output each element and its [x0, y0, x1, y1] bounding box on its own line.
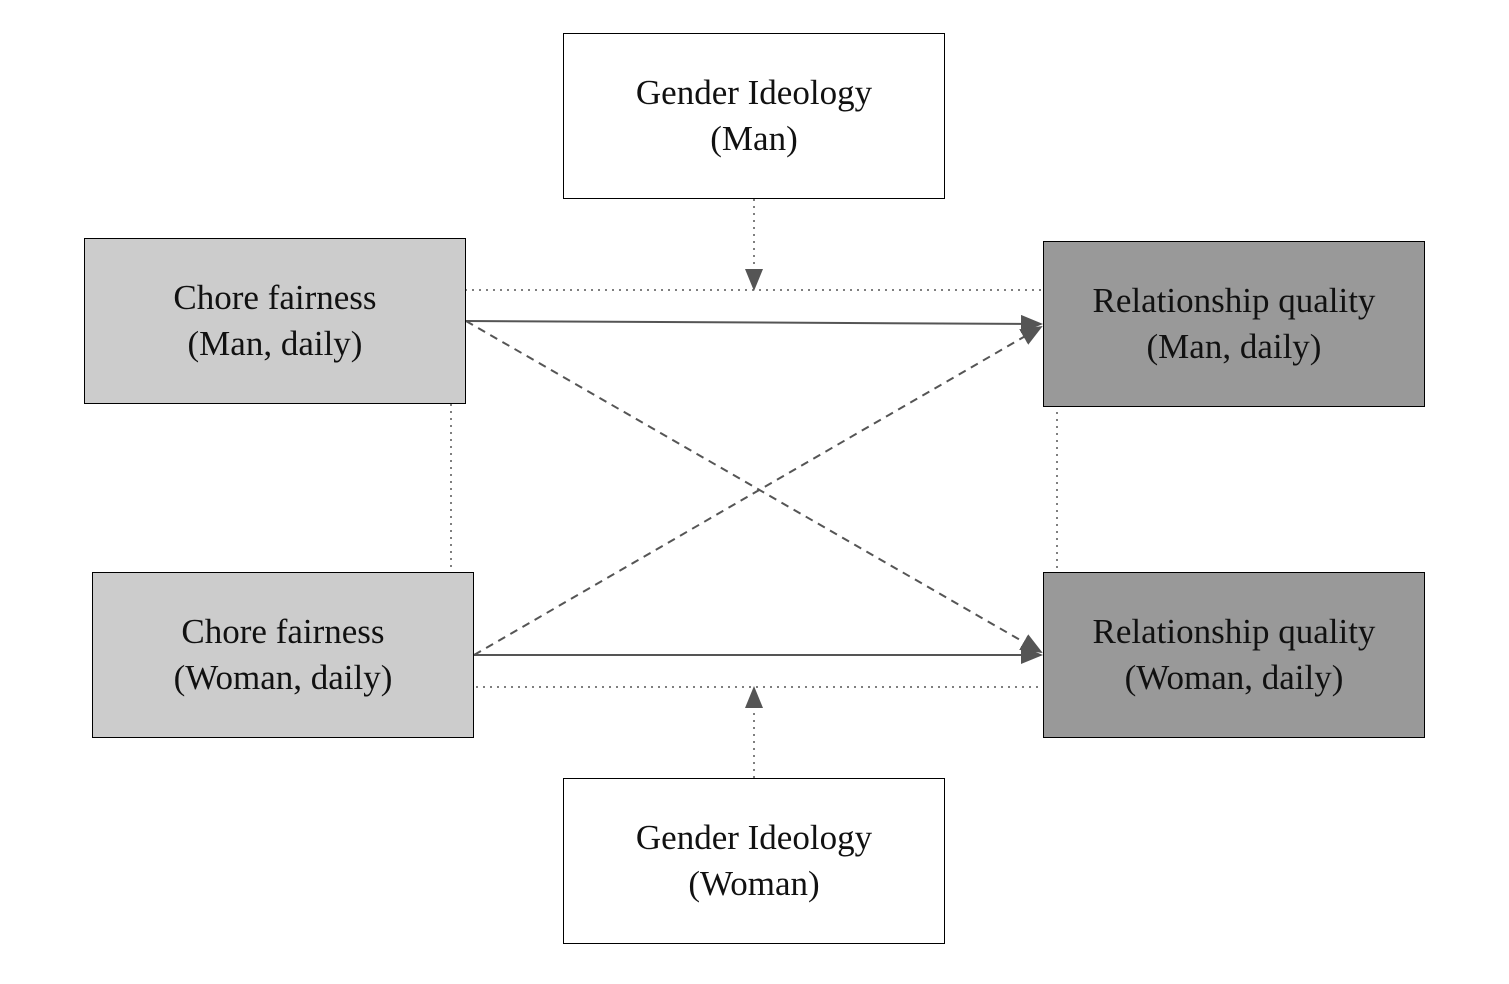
- arrow-chore-woman-to-rq-man: [473, 325, 1043, 656]
- node-chore-fairness-man: Chore fairness (Man, daily): [84, 238, 466, 404]
- node-gender-ideology-man: Gender Ideology (Man): [563, 33, 945, 199]
- node-label-line2: (Woman, daily): [1124, 658, 1344, 697]
- node-relationship-quality-woman: Relationship quality (Woman, daily): [1043, 572, 1425, 738]
- node-label-line1: Relationship quality: [1092, 612, 1376, 651]
- arrow-chore-man-to-rq-man: [465, 314, 1043, 333]
- node-label-line2: (Woman): [688, 864, 820, 903]
- node-label-line1: Chore fairness: [181, 612, 385, 651]
- node-label-line1: Relationship quality: [1092, 281, 1376, 320]
- node-label-line1: Chore fairness: [173, 278, 377, 317]
- node-label-line2: (Woman, daily): [173, 658, 393, 697]
- moderation-frame: [450, 289, 1058, 688]
- node-label-line2: (Man, daily): [1146, 327, 1322, 366]
- node-gender-ideology-woman: Gender Ideology (Woman): [563, 778, 945, 944]
- node-chore-fairness-woman: Chore fairness (Woman, daily): [92, 572, 474, 738]
- node-label-line1: Gender Ideology: [635, 818, 873, 857]
- node-label-line2: (Man, daily): [187, 324, 363, 363]
- node-relationship-quality-man: Relationship quality (Man, daily): [1043, 241, 1425, 407]
- node-label-line1: Gender Ideology: [635, 73, 873, 112]
- node-label-line2: (Man): [710, 119, 798, 158]
- arrow-chore-man-to-rq-woman: [465, 320, 1043, 653]
